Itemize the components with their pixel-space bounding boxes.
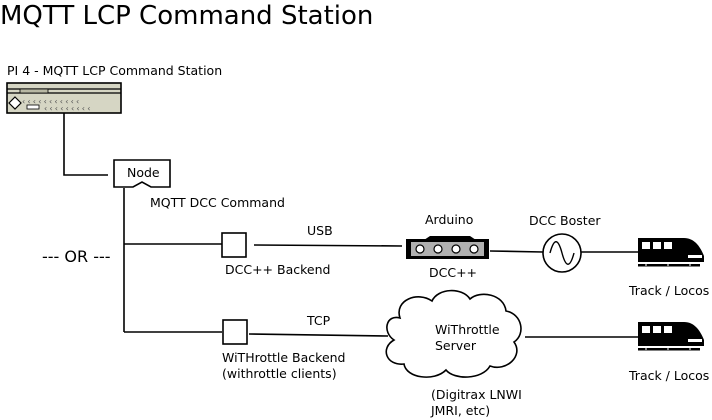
node-label: Node — [127, 165, 160, 180]
withrottle-server-caption-line2: JMRI, etc) — [431, 403, 491, 418]
pi-label: PI 4 - MQTT LCP Command Station — [7, 63, 223, 78]
dcc-backend-box — [221, 232, 247, 258]
pi-device-icon: ‹‹‹‹‹‹‹‹‹‹‹ ‹‹‹‹‹‹‹‹‹ — [6, 82, 122, 114]
track-label-lower: Track / Locos — [629, 368, 710, 383]
connector-lines — [63, 113, 640, 338]
train-icon — [638, 238, 704, 267]
pi-to-node-line — [63, 113, 108, 176]
node-box — [113, 159, 171, 188]
withrottle-cloud-icon — [385, 289, 522, 378]
withrottle-backend-box — [222, 319, 248, 345]
dccpp-label: DCC++ — [429, 265, 478, 280]
withrottle-backend-sublabel: (withrottle clients) — [222, 366, 337, 381]
withrottle-server-label: WiThrottle — [435, 322, 500, 337]
track-label-upper: Track / Locos — [629, 283, 710, 298]
tcp-label: TCP — [307, 313, 331, 328]
tcp-link-line — [248, 333, 389, 337]
svg-text:‹‹‹‹‹‹‹‹‹: ‹‹‹‹‹‹‹‹‹ — [44, 104, 93, 113]
dcc-backend-label: DCC++ Backend — [225, 262, 331, 277]
withrottle-server-label-line2: Server — [435, 338, 476, 353]
withrottle-backend-label: WiTHrottle Backend — [222, 350, 346, 365]
withrottle-server-caption: (Digitrax LNWI — [431, 387, 522, 402]
arduino-label: Arduino — [425, 212, 474, 227]
booster-label: DCC Boster — [529, 213, 601, 228]
arduino-board-icon — [406, 236, 489, 259]
arduino-to-booster-line — [489, 250, 544, 253]
svg-text:‹‹‹‹‹‹‹‹‹‹‹: ‹‹‹‹‹‹‹‹‹‹‹ — [22, 97, 81, 106]
node-caption: MQTT DCC Command — [150, 195, 285, 210]
booster-ac-icon — [542, 233, 582, 273]
page-title: MQTT LCP Command Station — [0, 1, 374, 31]
or-label: --- OR --- — [42, 247, 111, 266]
usb-link-line — [253, 244, 403, 247]
train-icon — [638, 322, 704, 351]
usb-label: USB — [307, 223, 333, 238]
